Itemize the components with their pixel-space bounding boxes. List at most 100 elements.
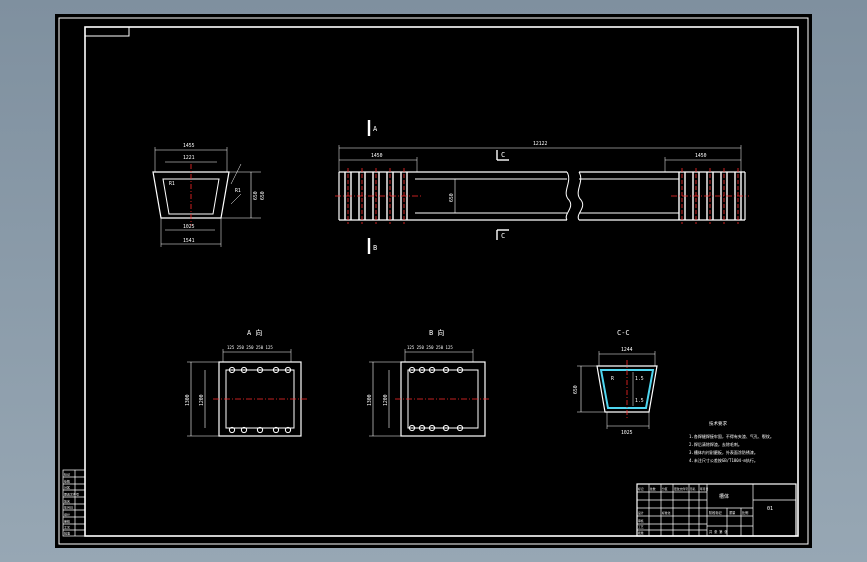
notes-line: 4.未注尺寸公差按GB/T1804-m执行。 [689,457,758,463]
dim-text: 1450 [695,153,707,159]
title-block-frame [636,483,797,537]
dim-text: 1025 [621,430,633,436]
bolt-hole [408,366,416,374]
dim-text: 12122 [533,141,548,147]
section-c [577,351,658,429]
bolt-hole [228,426,236,434]
weight-label: 重量 [729,510,736,515]
revision-cell: 工艺 [64,525,70,530]
drawing-canvas: A B C C A 向 B 向 C-C 1455 1221 1025 1541 … [58,17,809,545]
break-line [565,171,572,221]
dim-text: 650 [253,191,259,200]
dim-text: R1 [169,181,175,187]
revision-cell: 签名 [64,499,70,504]
bolt-hole [418,424,426,432]
notes-line: 2.焊后清除焊渣，去除毛刺。 [689,441,742,447]
dim-text: 1450 [371,153,383,159]
bolt-hole [428,366,436,374]
dim-text: 1.5 [635,398,644,404]
title-block-cell: 工艺 [638,525,644,529]
dim-text: R [611,376,614,382]
revision-cell: 审核 [64,519,70,524]
bolt-hole [284,366,292,374]
outer-frame [58,17,809,545]
bolt-hole [228,366,236,374]
part-name: 槽体 [719,493,729,500]
drawing-sheet[interactable]: A B C C A 向 B 向 C-C 1455 1221 1025 1541 … [55,14,812,548]
revision-cell: 分区 [64,485,70,490]
dim-text: 1.5 [635,376,644,382]
dim-text: 1244 [621,347,633,353]
stage-label: 阶段标记 [709,510,723,515]
title-block-cell: 设计 [638,511,644,515]
bolt-hole [408,424,416,432]
title-block-cell: 分区 [662,487,668,491]
revision-cell: 标记 [64,472,70,477]
title-block-cell: 审核 [638,519,644,523]
revision-cell: 更改文件号 [64,492,79,497]
dim-text: 1541 [183,238,195,244]
dim-text: 125 250 250 250 125 [407,345,453,350]
title-block-cell: 标准化 [662,511,671,515]
bolt-hole [442,366,450,374]
long-view-centerlines [335,168,749,224]
notes-line: 1.各焊缝焊接牢固，不得有夹渣、气孔、裂纹。 [689,433,774,439]
view-b [369,349,486,437]
notes-line: 3.槽体内衬耐磨板，外表面涂防锈漆。 [689,449,758,455]
dim-line [230,193,242,205]
revision-cell: 批准 [64,531,70,536]
dim-text: 1300 [185,394,191,406]
dim-text: 1300 [367,394,373,406]
revision-cell: 年月日 [64,505,73,510]
title-block-cell: 标记 [638,487,644,491]
inner-frame [84,26,799,537]
revision-table [62,469,86,537]
scale-label: 比例 [742,510,748,515]
dim-text: 650 [260,191,266,200]
notes-title: 技术要求 [709,420,727,427]
corner-label-box [84,26,130,37]
break-line [577,171,584,221]
long-view [338,120,746,254]
section-mark-top: C [501,151,505,159]
section-mark-bottom: C [501,232,505,240]
title-block [636,483,797,537]
end-view [152,147,261,247]
title-block-cell: 批准 [638,531,644,535]
dim-text: 1025 [183,224,195,230]
view-a-title: A 向 [247,328,262,337]
drawing-number: 01 [767,506,773,512]
view-a-mark: A [373,125,378,133]
bolt-hole [256,426,264,434]
bolt-hole [456,424,464,432]
view-b-title: B 向 [429,328,444,337]
revision-table-frame [62,469,86,537]
section-title: C-C [617,329,630,337]
dim-text: 125 250 250 250 125 [227,345,273,350]
bolt-hole [428,424,436,432]
section-liner [599,369,655,409]
end-view-inner [162,178,220,215]
title-block-cell: 更改文件号 [674,487,688,491]
bolt-hole [442,424,450,432]
revision-cell: 处数 [64,479,70,484]
view-a [187,349,302,437]
sheet-label: 共 张 第 张 [709,529,728,534]
dim-text: 650 [573,385,579,394]
revision-cell: 设计 [64,512,70,517]
dim-text: 1221 [183,155,195,161]
dim-text: 650 [449,193,455,202]
bolt-hole [418,366,426,374]
dim-text: 1200 [199,394,205,406]
title-block-cell: 签名 [690,487,696,491]
bolt-hole [240,366,248,374]
dim-text: 1200 [383,394,389,406]
bolt-hole [272,426,280,434]
view-b-mark: B [373,244,377,252]
bolt-hole [256,366,264,374]
bolt-hole [272,366,280,374]
dim-text: 1455 [183,143,195,149]
dim-line [230,163,242,185]
dim-text: R1 [235,188,241,194]
